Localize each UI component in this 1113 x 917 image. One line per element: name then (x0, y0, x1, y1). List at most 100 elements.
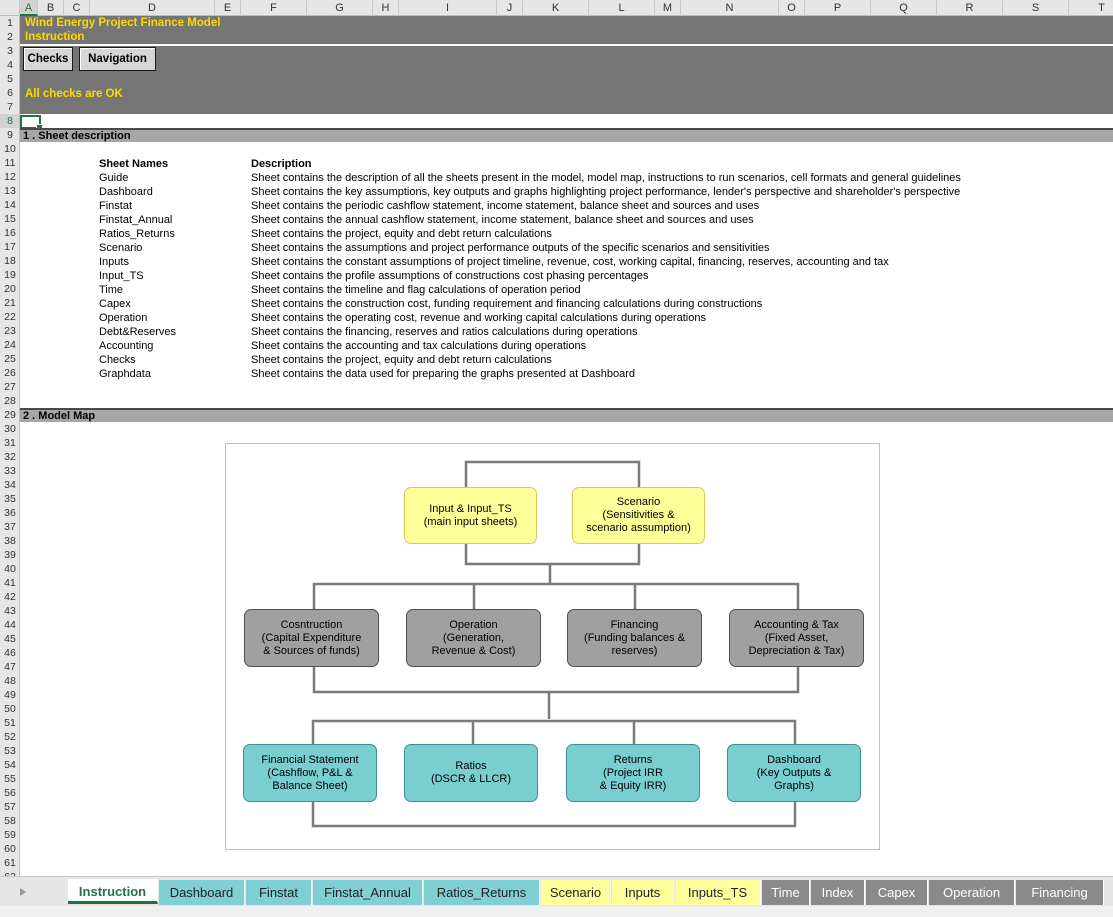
row-header[interactable]: 62 (0, 870, 19, 876)
row-header[interactable]: 50 (4, 703, 16, 715)
row-header[interactable]: 26 (4, 367, 16, 379)
row-header[interactable]: 2 (7, 31, 13, 43)
row-header[interactable]: 45 (4, 633, 16, 645)
row-header[interactable]: 34 (4, 479, 16, 491)
row-header[interactable]: 16 (4, 227, 16, 239)
sheet-tab[interactable]: Ratios_Returns (424, 880, 540, 905)
row-header[interactable]: 20 (4, 283, 16, 295)
checks-button[interactable]: Checks (23, 47, 73, 71)
row-header[interactable]: 56 (4, 787, 16, 799)
sheet-tab[interactable]: Capex (866, 880, 928, 905)
sheet-tab[interactable]: Inputs (612, 880, 674, 905)
row-header[interactable]: 9 (7, 129, 13, 141)
sheet-tab[interactable]: Finstat_Annual (313, 880, 423, 905)
row-header[interactable]: 35 (4, 493, 16, 505)
row-header[interactable]: 8 (0, 114, 19, 128)
triangle-right-icon[interactable] (19, 888, 27, 896)
sheet-tab[interactable]: Instruction (68, 879, 158, 904)
row-header[interactable]: 31 (4, 437, 16, 449)
row-header[interactable]: 25 (4, 353, 16, 365)
row-header[interactable]: 61 (4, 857, 16, 869)
column-header[interactable]: M (655, 0, 681, 16)
column-header[interactable]: F (241, 0, 307, 16)
column-header[interactable]: E (215, 0, 241, 16)
sheet-tab[interactable]: Finstat (246, 880, 312, 905)
column-header[interactable]: K (523, 0, 589, 16)
row-header[interactable]: 23 (4, 325, 16, 337)
row-header[interactable]: 40 (4, 563, 16, 575)
column-header[interactable]: N (681, 0, 779, 16)
column-header[interactable]: J (497, 0, 523, 16)
select-all-corner[interactable] (0, 0, 20, 16)
sheet-tab[interactable]: Time (762, 880, 810, 905)
column-header[interactable]: S (1003, 0, 1069, 16)
worksheet-grid[interactable]: Wind Energy Project Finance Model Instru… (20, 16, 1113, 876)
row-header[interactable]: 43 (4, 605, 16, 617)
row-header[interactable]: 59 (4, 829, 16, 841)
column-header[interactable]: T (1069, 0, 1113, 16)
row-header[interactable]: 24 (4, 339, 16, 351)
row-header[interactable]: 4 (7, 59, 13, 71)
row-header[interactable]: 11 (4, 157, 16, 169)
row-header[interactable]: 18 (4, 255, 16, 267)
row-header[interactable]: 30 (4, 423, 16, 435)
row-header[interactable]: 51 (4, 717, 16, 729)
row-header[interactable]: 28 (4, 395, 16, 407)
row-header[interactable]: 3 (7, 45, 13, 57)
column-header[interactable]: P (805, 0, 871, 16)
active-cell-selection[interactable] (20, 115, 43, 131)
column-header[interactable]: G (307, 0, 373, 16)
row-header[interactable]: 47 (4, 661, 16, 673)
row-header[interactable]: 41 (4, 577, 16, 589)
sheet-tab[interactable]: Index (811, 880, 865, 905)
row-header[interactable]: 21 (4, 297, 16, 309)
row-header[interactable]: 32 (4, 451, 16, 463)
sheet-tab[interactable]: Inputs_TS (675, 880, 761, 905)
row-header[interactable]: 54 (4, 759, 16, 771)
sheet-tab[interactable]: Scenario (541, 880, 611, 905)
sheet-tab[interactable]: Operation (929, 880, 1015, 905)
row-header[interactable]: 12 (4, 171, 16, 183)
row-header[interactable]: 57 (4, 801, 16, 813)
row-header[interactable]: 33 (4, 465, 16, 477)
row-header[interactable]: 36 (4, 507, 16, 519)
row-header[interactable]: 58 (4, 815, 16, 827)
row-header[interactable]: 60 (4, 843, 16, 855)
row-header[interactable]: 29 (4, 409, 16, 421)
column-header[interactable]: A (20, 0, 38, 16)
row-header[interactable]: 52 (4, 731, 16, 743)
sheet-tab[interactable]: Dashboard (159, 880, 245, 905)
row-header[interactable]: 13 (4, 185, 16, 197)
column-header[interactable]: Q (871, 0, 937, 16)
row-header[interactable]: 15 (4, 213, 16, 225)
column-header[interactable]: D (90, 0, 215, 16)
row-header[interactable]: 7 (7, 101, 13, 113)
row-header[interactable]: 46 (4, 647, 16, 659)
row-header[interactable]: 14 (4, 199, 16, 211)
navigation-button[interactable]: Navigation (79, 47, 156, 71)
column-header[interactable]: B (38, 0, 64, 16)
row-header[interactable]: 39 (4, 549, 16, 561)
row-header[interactable]: 1 (7, 17, 13, 29)
column-header[interactable]: C (64, 0, 90, 16)
row-header[interactable]: 53 (4, 745, 16, 757)
row-header[interactable]: 44 (4, 619, 16, 631)
column-header[interactable]: O (779, 0, 805, 16)
row-header[interactable]: 27 (4, 381, 16, 393)
row-header[interactable]: 10 (4, 143, 16, 155)
row-header[interactable]: 5 (7, 73, 13, 85)
column-header[interactable]: R (937, 0, 1003, 16)
column-header[interactable]: L (589, 0, 655, 16)
column-header[interactable]: I (399, 0, 497, 16)
row-header[interactable]: 38 (4, 535, 16, 547)
row-header[interactable]: 42 (4, 591, 16, 603)
column-header[interactable]: H (373, 0, 399, 16)
row-header[interactable]: 6 (7, 87, 13, 99)
row-header[interactable]: 22 (4, 311, 16, 323)
row-header[interactable]: 37 (4, 521, 16, 533)
row-header[interactable]: 17 (4, 241, 16, 253)
row-header[interactable]: 19 (4, 269, 16, 281)
row-header[interactable]: 55 (4, 773, 16, 785)
sheet-tab[interactable]: Financing (1016, 880, 1104, 905)
row-header[interactable]: 49 (4, 689, 16, 701)
